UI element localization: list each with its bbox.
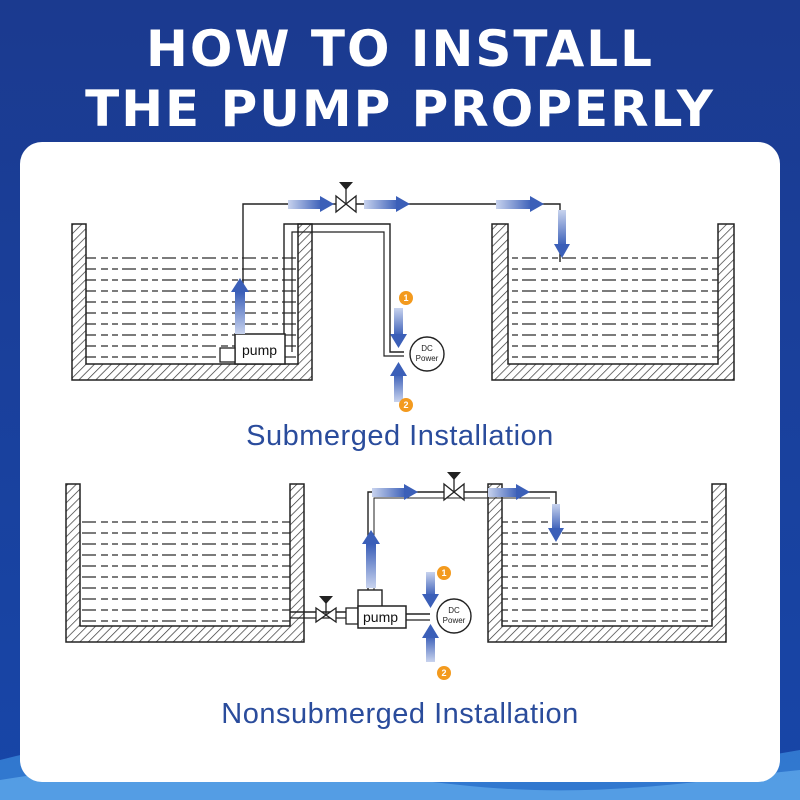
pump-nonsubmerged: pump [345, 589, 407, 629]
svg-text:DC: DC [448, 606, 460, 615]
submerged-diagram: pump DC Power [71, 182, 735, 412]
title-line-2: THE PUMP PROPERLY [85, 80, 715, 138]
title-line-1: HOW TO INSTALL [145, 20, 655, 78]
target-tank [487, 483, 727, 643]
flow-arrows [362, 484, 564, 662]
svg-text:Power: Power [416, 354, 439, 363]
svg-text:1: 1 [441, 568, 446, 578]
nonsubmerged-diagram: pump DC Power [65, 472, 727, 680]
step-badge-2: 2 [399, 398, 413, 412]
pump-label: pump [363, 609, 398, 625]
svg-text:Power: Power [443, 616, 466, 625]
valve-icon [335, 182, 357, 214]
svg-text:DC: DC [421, 344, 433, 353]
valve-icon [443, 472, 465, 502]
pump-label: pump [242, 342, 277, 358]
svg-text:2: 2 [403, 400, 408, 410]
pump-submerged: pump [219, 333, 286, 365]
flow-arrows [231, 196, 570, 402]
source-tank [65, 483, 305, 643]
svg-text:2: 2 [441, 668, 446, 678]
svg-text:1: 1 [403, 293, 408, 303]
valve-icon [315, 596, 337, 624]
target-tank [491, 223, 735, 381]
dc-power-submerged: DC Power [409, 336, 445, 372]
step-badge-2: 2 [437, 666, 451, 680]
dc-power-nonsubmerged: DC Power [436, 598, 472, 634]
diagram-card [20, 142, 780, 782]
step-badge-1: 1 [437, 566, 451, 580]
caption-submerged: Submerged Installation [246, 420, 554, 452]
caption-nonsubmerged: Nonsubmerged Installation [221, 698, 579, 730]
step-badge-1: 1 [399, 291, 413, 305]
